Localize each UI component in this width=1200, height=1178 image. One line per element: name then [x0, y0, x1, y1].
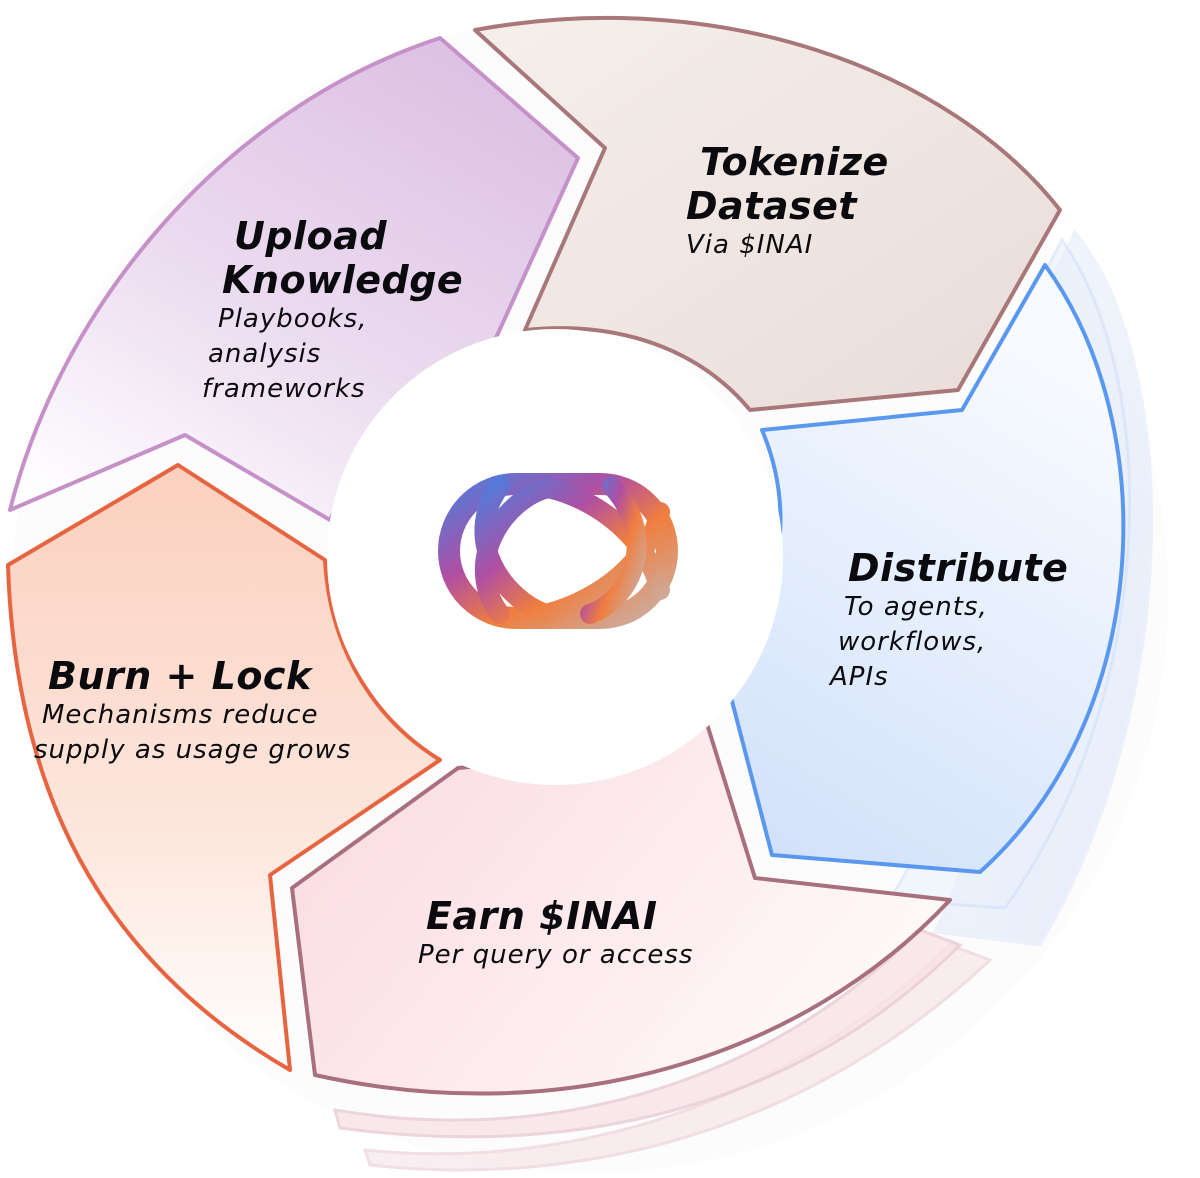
distribute-title-line-1: Distribute [848, 546, 1069, 590]
segment-burn-lock [6, 463, 442, 1072]
upload-desc-line-1: Playbooks, [218, 304, 368, 334]
tokenize-title-line-2: Dataset [686, 184, 858, 228]
burn-title-line-1: Burn + Lock [48, 654, 312, 698]
label-burn-lock: Burn + Lock Mechanisms reduce supply as … [34, 654, 351, 768]
label-tokenize-dataset: Tokenize Dataset Via $INAI [686, 140, 889, 263]
tokenize-title-line-1: Tokenize [700, 140, 889, 184]
label-earn-inai: Earn $INAI Per query or access [418, 894, 693, 973]
upload-title-line-2: Knowledge [222, 258, 464, 302]
earn-mid-layer [332, 928, 963, 1139]
upload-desc-line-3: frameworks [202, 374, 366, 404]
upload-desc-line-2: analysis [208, 339, 322, 369]
earn-title-line-1: Earn $INAI [426, 894, 658, 938]
distribute-desc-line-2: workflows, [838, 627, 987, 657]
earn-desc-line-1: Per query or access [418, 940, 694, 970]
distribute-desc-line-1: To agents, [844, 592, 988, 622]
label-upload-knowledge: Upload Knowledge Playbooks, analysis fra… [202, 214, 464, 407]
burn-desc-line-1: Mechanisms reduce [42, 700, 319, 730]
tokenize-desc-line-1: Via $INAI [686, 230, 814, 260]
burn-desc-line-2: supply as usage grows [34, 735, 352, 765]
globe-logo-icon [438, 473, 678, 629]
distribute-desc-line-3: APIs [830, 662, 889, 692]
label-distribute: Distribute To agents, workflows, APIs [830, 546, 1068, 695]
segment-tokenize-dataset [473, 15, 1062, 412]
upload-title-line-1: Upload [234, 214, 388, 258]
segment-distribute [724, 263, 1126, 874]
